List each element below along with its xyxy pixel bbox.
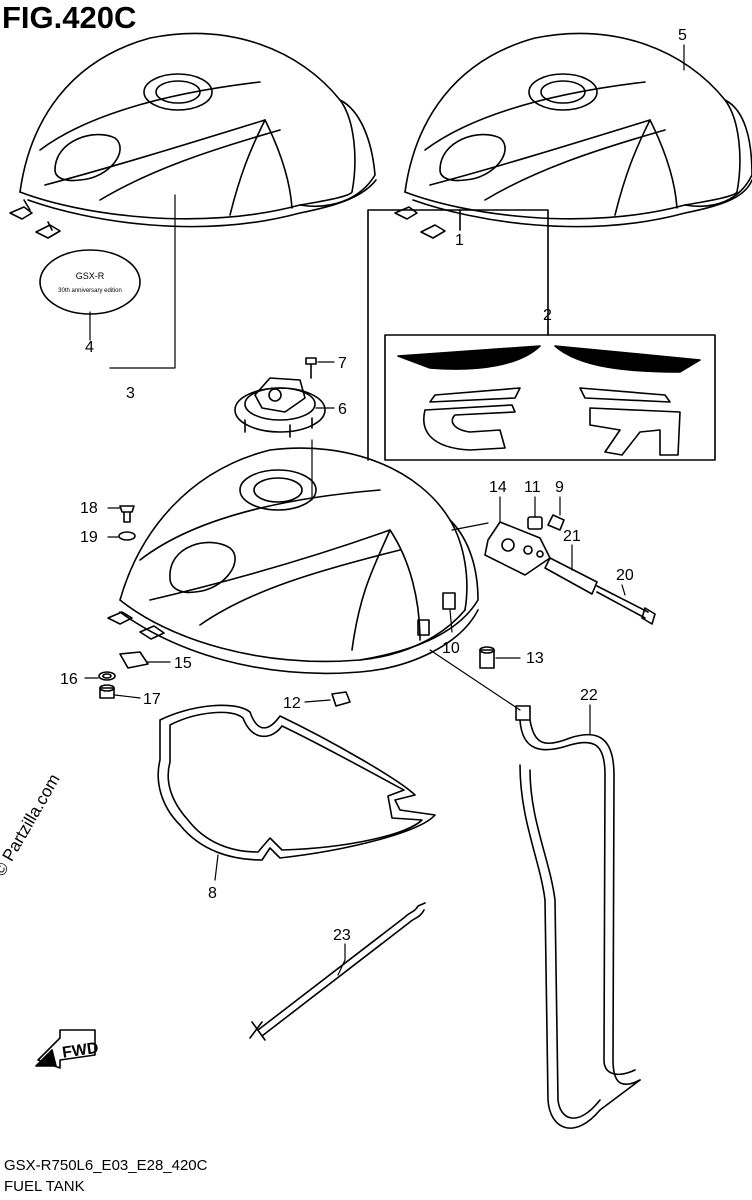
callout-numbers: 1 2 3 4 5 6 7 8 9 10 11 12 13 14 15 16 1… bbox=[60, 27, 687, 944]
fwd-arrow-icon bbox=[35, 1029, 96, 1069]
callout-18: 18 bbox=[80, 500, 98, 517]
washer-19 bbox=[118, 531, 136, 541]
bracket-14 bbox=[484, 521, 551, 576]
callout-8: 8 bbox=[208, 885, 217, 902]
fwd-label: FWD bbox=[61, 1040, 99, 1062]
model-code: GSX-R750L6_E03_E28_420C bbox=[4, 1157, 208, 1174]
callout-2: 2 bbox=[543, 307, 552, 324]
washer-16 bbox=[98, 671, 116, 681]
decal-text-line1: GSX-R bbox=[76, 271, 105, 281]
callout-5: 5 bbox=[678, 27, 687, 44]
support-rod bbox=[249, 902, 426, 1041]
callout-4: 4 bbox=[85, 339, 94, 356]
callout-22: 22 bbox=[580, 687, 598, 704]
emblem-decal bbox=[39, 249, 141, 315]
callout-6: 6 bbox=[338, 401, 347, 418]
drain-hose bbox=[515, 705, 641, 1129]
callout-17: 17 bbox=[143, 691, 161, 708]
decal-set-box bbox=[384, 334, 716, 461]
collar-17 bbox=[99, 684, 115, 699]
tank-seal-gasket bbox=[157, 704, 436, 861]
callout-16: 16 bbox=[60, 671, 78, 688]
sleeve-21 bbox=[544, 557, 598, 595]
decal-text-line2: 30th anniversary edition bbox=[58, 288, 122, 294]
fuel-tank-main bbox=[107, 447, 479, 675]
screw-7 bbox=[305, 357, 317, 379]
callout-7: 7 bbox=[338, 355, 347, 372]
cushion-13 bbox=[479, 646, 495, 669]
leader-lines bbox=[84, 44, 685, 976]
callout-23: 23 bbox=[333, 927, 351, 944]
clip-12 bbox=[331, 691, 351, 707]
tank-cover-right bbox=[394, 32, 752, 239]
callout-21: 21 bbox=[563, 528, 581, 545]
callout-19: 19 bbox=[80, 529, 98, 546]
callout-15: 15 bbox=[174, 655, 192, 672]
callout-1: 1 bbox=[455, 232, 464, 249]
cushion-15 bbox=[119, 651, 149, 669]
bolt-9 bbox=[547, 514, 565, 531]
bolt-18 bbox=[119, 505, 135, 523]
fuel-filler-cap bbox=[234, 377, 326, 438]
callout-9: 9 bbox=[555, 479, 564, 496]
callout-11: 11 bbox=[524, 479, 541, 496]
callout-12: 12 bbox=[283, 695, 301, 712]
callout-20: 20 bbox=[616, 567, 634, 584]
bolt-11 bbox=[527, 516, 543, 530]
leader-1 bbox=[367, 209, 549, 461]
figure-title: FIG.420C bbox=[2, 0, 137, 35]
callout-10: 10 bbox=[442, 640, 460, 657]
tank-cover-left bbox=[9, 32, 377, 239]
callout-14: 14 bbox=[489, 479, 507, 496]
callout-13: 13 bbox=[526, 650, 544, 667]
callout-3: 3 bbox=[126, 385, 135, 402]
section-name: FUEL TANK bbox=[4, 1178, 85, 1195]
bolt-20 bbox=[596, 585, 656, 625]
